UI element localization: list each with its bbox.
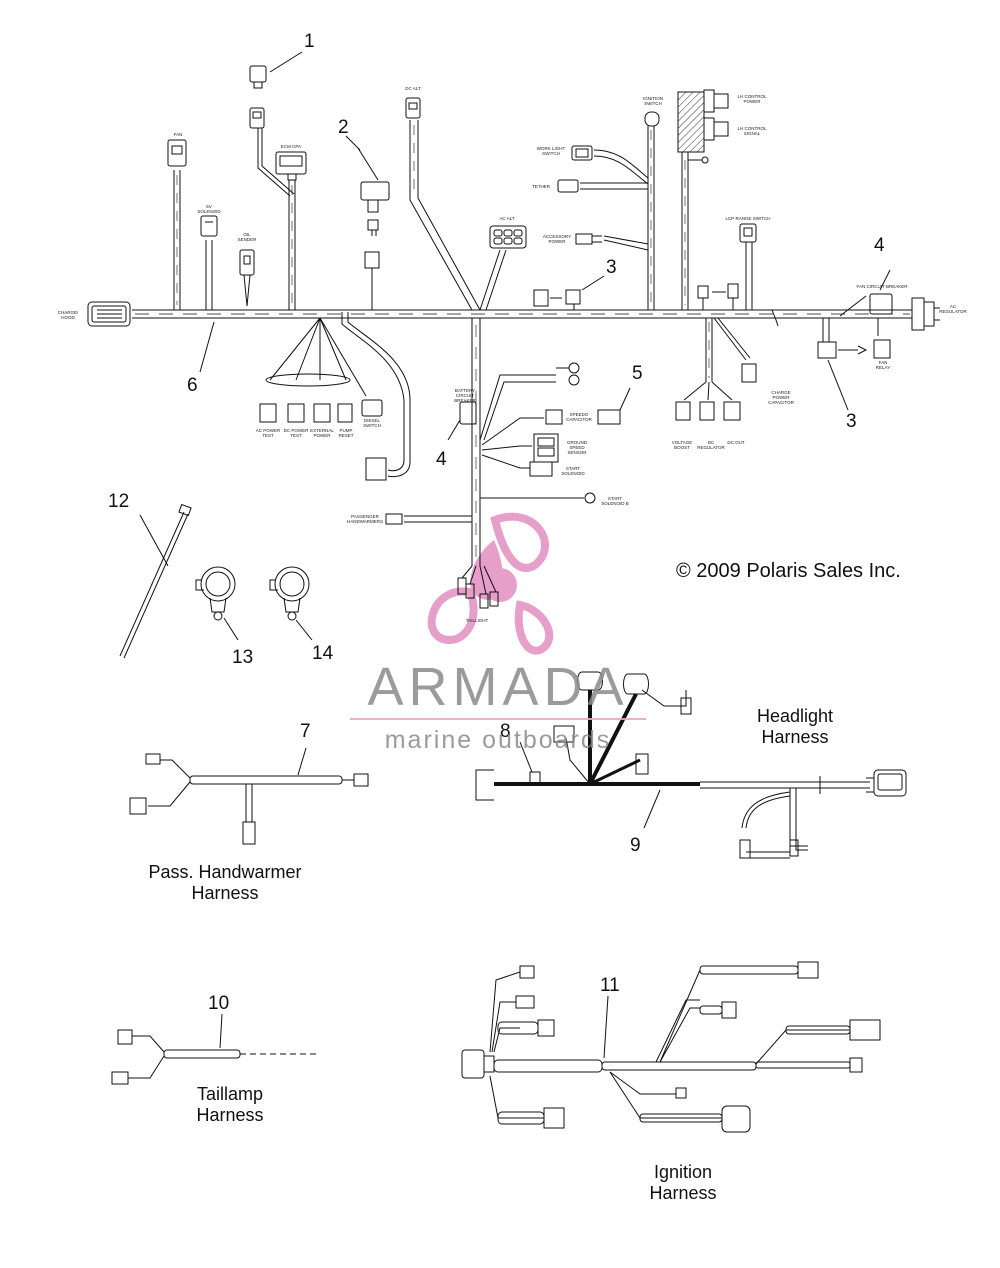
- label-dc-power-test: DC POWER TEST: [283, 428, 309, 438]
- ignition-harness-label: Ignition Harness: [649, 1162, 717, 1203]
- callout-3a: 3: [606, 257, 617, 278]
- label-accessory-power: ACCESSORY POWER: [542, 234, 572, 244]
- watermark-wordmark: ARMADA: [367, 657, 629, 717]
- callout-3b: 3: [846, 411, 857, 432]
- label-ac-alt: AC ALT: [499, 216, 515, 221]
- callout-12: 12: [108, 491, 130, 512]
- label-external-power: EXTERNAL POWER: [310, 428, 334, 438]
- callout-8: 8: [500, 721, 511, 742]
- label-oil-sender: OIL SENDER: [237, 232, 257, 242]
- label-charge-hood: CHARGE/ HOOD: [57, 310, 79, 320]
- watermark-propeller-logo: [427, 512, 554, 655]
- headlight-harness-label: Headlight Harness: [756, 706, 834, 747]
- label-pump-reset: PUMP RESET: [338, 428, 354, 438]
- callout-5: 5: [632, 363, 643, 384]
- label-ac-power-test: AC POWER TEST: [255, 428, 281, 438]
- label-passenger-handwarmers: PASSENGER HANDWARMERS: [346, 514, 384, 524]
- label-lh-control-signal: LH CONTROL SIGNAL: [737, 126, 767, 136]
- watermark-rule: [350, 718, 646, 720]
- label-ignition-switch: IGNITION SWITCH: [643, 96, 663, 106]
- label-dc-alt: DC ALT: [405, 86, 421, 91]
- label-start-solenoid: START SOLENOID: [561, 466, 585, 476]
- handwarmer-harness-label: Pass. Handwarmer Harness: [148, 862, 302, 903]
- callout-6: 6: [187, 375, 198, 396]
- label-ground-speed-sensor: GROUND SPEED SENSOR: [567, 440, 587, 455]
- label-5v-solenoid: 5V SOLENOID: [197, 204, 221, 214]
- label-fan: FAN: [173, 132, 183, 137]
- label-lh-control-power: LH CONTROL POWER: [737, 94, 767, 104]
- callout-1: 1: [304, 31, 315, 52]
- taillamp-harness: [111, 1013, 320, 1085]
- label-ecm-cpa: ECM CPA: [280, 144, 302, 149]
- label-diesel-switch: DIESEL SWITCH: [363, 418, 381, 428]
- label-work-light-switch: WORK LIGHT SWITCH: [536, 146, 566, 156]
- callout-11: 11: [600, 975, 620, 996]
- label-speedo-capacitor: SPEEDO CAPACITOR: [566, 412, 592, 422]
- callout-4b: 4: [436, 449, 447, 470]
- label-tether: TETHER: [532, 184, 550, 189]
- ignition-harness: [461, 961, 881, 1133]
- label-voltage-boost: VOLTAGE BOOST: [671, 440, 693, 450]
- harness-clips: [195, 566, 313, 641]
- callout-7: 7: [300, 721, 311, 742]
- callout-2: 2: [338, 117, 349, 138]
- label-dc-regulator: DC REGULATOR: [697, 440, 725, 450]
- main-harness: [87, 51, 940, 609]
- taillamp-harness-label: Taillamp Harness: [196, 1084, 264, 1125]
- tie-strap: [119, 503, 192, 659]
- callout-10: 10: [208, 993, 230, 1014]
- callout-4a: 4: [874, 235, 885, 256]
- callout-9: 9: [630, 835, 641, 856]
- callout-13: 13: [232, 647, 254, 668]
- label-fan-circuit-breaker: FAN CIRCUIT BREAKER: [856, 284, 908, 289]
- copyright-notice: © 2009 Polaris Sales Inc.: [676, 560, 901, 582]
- callout-14: 14: [312, 643, 334, 664]
- handwarmer-harness: [129, 747, 369, 845]
- label-charge-power-capacitor: CHARGE POWER CAPACITOR: [768, 390, 794, 405]
- label-battery-circuit-breaker: BATTERY CIRCUIT BREAKER: [454, 388, 476, 403]
- label-taillight: TAILLIGHT: [465, 618, 489, 623]
- label-dc-out: DC OUT: [727, 440, 745, 445]
- label-fan-relay: FAN RELAY: [875, 360, 891, 370]
- label-ac-regulator: AC REGULATOR: [939, 304, 967, 314]
- headlight-harness: [475, 671, 907, 859]
- watermark-tagline: marine outboards: [384, 726, 612, 754]
- label-lcp-range-switch: LCP RANGE SWITCH: [725, 216, 771, 221]
- label-start-solenoid-b: START SOLENOID B: [601, 496, 629, 506]
